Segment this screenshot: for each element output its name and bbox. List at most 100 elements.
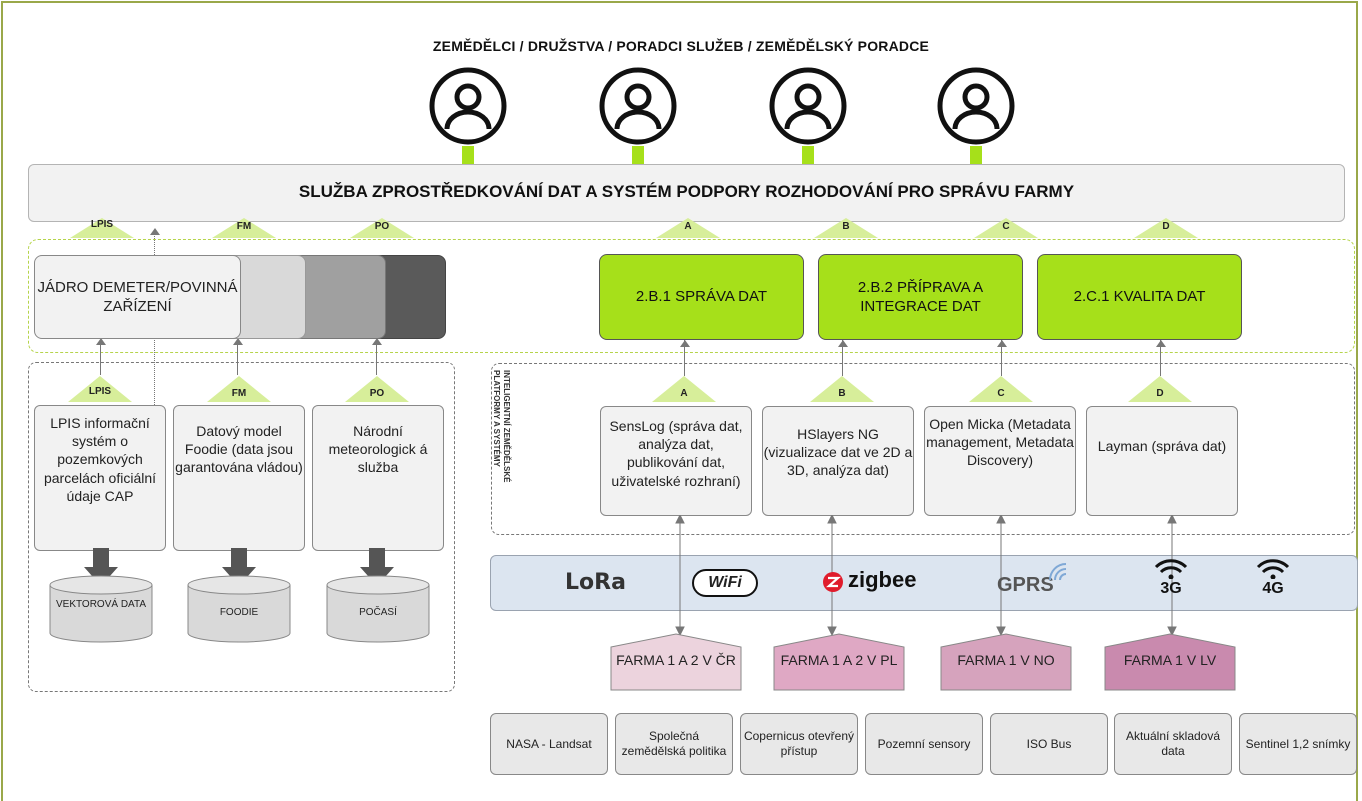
triangle-marker — [656, 218, 720, 238]
triangle-label-b: B — [842, 221, 850, 232]
triangle-marker — [345, 376, 409, 402]
service-banner-text: SLUŽBA ZPROSTŘEDKOVÁNÍ DAT A SYSTÉM PODP… — [298, 182, 1075, 201]
farm-label: FARMA 1 A 2 V PL — [780, 652, 898, 668]
triangle-label-d: D — [1162, 221, 1170, 232]
arrowhead — [96, 338, 106, 345]
zigbee-logo: zigbee — [848, 567, 917, 592]
triangle-label-po: PO — [369, 388, 385, 399]
bottom-source-sentinel: Sentinel 1,2 snímky — [1239, 713, 1357, 775]
signal-3g-label: 3G — [1160, 580, 1182, 597]
hslayers-box: HSlayers NG (vizualizace dat ve 2D a 3D,… — [762, 406, 914, 516]
triangle-marker — [207, 376, 271, 402]
weather-source-box: Národní meteorologick á služba — [312, 405, 444, 551]
users-group — [429, 67, 1015, 170]
database-label: VEKTOROVÁ DATA — [55, 599, 147, 610]
bottom-source-sensors: Pozemní sensory — [865, 713, 983, 775]
triangle-marker — [1128, 376, 1192, 402]
farm-shape — [1104, 633, 1236, 691]
openmicka-box: Open Micka (Metadata management, Metadat… — [924, 406, 1076, 516]
connector-line — [100, 340, 101, 375]
arrowhead — [150, 228, 160, 235]
external-sources-group — [28, 362, 455, 692]
bottom-source-copernicus: Copernicus otevřený přístup — [740, 713, 858, 775]
database-icon — [187, 575, 291, 643]
triangle-label-lpis: LPIS — [90, 219, 114, 230]
signal-4g-icon — [1256, 559, 1290, 579]
database-label: FOODIE — [219, 607, 259, 618]
arrowhead — [680, 340, 690, 347]
user-icon — [937, 67, 1015, 170]
triangle-label-lpis: LPIS — [88, 386, 112, 397]
triangle-marker — [810, 376, 874, 402]
communication-tech-bar — [490, 555, 1358, 611]
core-group-outline — [28, 239, 1355, 353]
arrowhead — [1156, 340, 1166, 347]
layman-box: Layman (správa dat) — [1086, 406, 1238, 516]
bidirectional-connectors — [675, 515, 1177, 635]
bottom-source-nasa: NASA - Landsat — [490, 713, 608, 775]
gprs-signal-icon — [1049, 563, 1067, 581]
user-icon — [599, 67, 677, 170]
arrowhead — [838, 340, 848, 347]
farm-label: FARMA 1 A 2 V ČR — [616, 652, 736, 668]
triangle-marker — [68, 376, 132, 402]
farm-shape — [610, 633, 742, 691]
triangle-label-a: A — [684, 221, 692, 232]
user-icon — [429, 67, 507, 170]
core-box: JÁDRO DEMETER/POVINNÁ ZAŘÍZENÍ — [34, 255, 241, 339]
triangle-label-c: C — [997, 388, 1005, 399]
service-banner — [28, 164, 1345, 222]
farm-shape — [940, 633, 1072, 691]
triangle-marker — [70, 218, 134, 238]
database-icon — [326, 575, 430, 643]
farm-label: FARMA 1 V NO — [957, 652, 1055, 668]
foodie-source-box: Datový model Foodie (data jsou garantová… — [173, 405, 305, 551]
user-icon — [769, 67, 847, 170]
signal-3g-icon — [1154, 559, 1188, 579]
triangle-label-po: PO — [374, 221, 390, 232]
wifi-logo: WiFi — [692, 569, 758, 597]
data-integration-box: 2.B.2 PŘÍPRAVA A INTEGRACE DAT — [818, 254, 1023, 340]
page-title: ZEMĚDĚLCI / DRUŽSTVA / PORADCI SLUŽEB / … — [432, 38, 930, 54]
connector-line — [1001, 340, 1002, 376]
platforms-group — [491, 363, 1355, 535]
triangle-label-c: C — [1002, 221, 1010, 232]
arrowhead — [372, 338, 382, 345]
connector-line — [842, 340, 843, 376]
triangle-marker — [814, 218, 878, 238]
platforms-group-label-text: INTELIGENTNÍ ZEMĚDĚLSKÉ PLATFORMY A SYST… — [492, 370, 511, 483]
triangle-label-a: A — [680, 388, 688, 399]
triangle-marker — [350, 218, 414, 238]
farm-label: FARMA 1 V LV — [1123, 652, 1217, 668]
zigbee-icon — [823, 572, 843, 592]
triangle-label-b: B — [838, 388, 846, 399]
connector-line — [237, 340, 238, 375]
bottom-source-cap: Společná zemědělská politika — [615, 713, 733, 775]
triangle-marker — [974, 218, 1038, 238]
triangle-marker — [212, 218, 276, 238]
database-icon — [49, 575, 153, 643]
arrowhead — [233, 338, 243, 345]
connector-line — [1160, 340, 1161, 376]
connector-line — [684, 340, 685, 376]
triangle-marker — [969, 376, 1033, 402]
farm-shape — [773, 633, 905, 691]
bottom-source-isobus: ISO Bus — [990, 713, 1108, 775]
triangle-label-fm: FM — [236, 221, 252, 232]
senslog-box: SensLog (správa dat, analýza dat, publik… — [600, 406, 752, 516]
arrowhead — [997, 340, 1007, 347]
data-management-box: 2.B.1 SPRÁVA DAT — [599, 254, 804, 340]
data-quality-box: 2.C.1 KVALITA DAT — [1037, 254, 1242, 340]
bottom-source-stock: Aktuální skladová data — [1114, 713, 1232, 775]
triangle-marker — [652, 376, 716, 402]
wifi-logo-text: WiFi — [708, 574, 742, 591]
connector-line — [376, 340, 377, 375]
triangle-marker — [1134, 218, 1198, 238]
signal-4g-label: 4G — [1262, 580, 1284, 597]
lora-logo: LoRa — [565, 570, 626, 595]
database-label: POČASÍ — [359, 607, 397, 618]
triangle-label-fm: FM — [231, 388, 247, 399]
gprs-logo: GPRS — [997, 574, 1054, 596]
triangle-label-d: D — [1156, 388, 1164, 399]
